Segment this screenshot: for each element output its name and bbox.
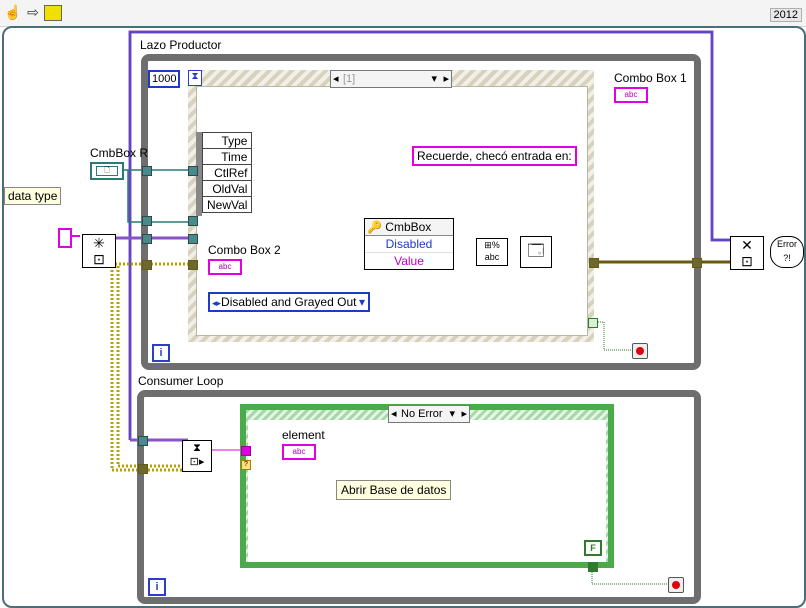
- bool-tunnel-icon: [588, 562, 598, 572]
- event-data-item: NewVal: [201, 196, 253, 213]
- diagram-frame: [2, 26, 806, 608]
- consumer-loop-label: Consumer Loop: [138, 374, 224, 388]
- producer-iteration-icon: i: [152, 344, 170, 362]
- release-queue-icon[interactable]: ✕⊡: [730, 236, 764, 270]
- producer-loop-label: Lazo Productor: [140, 38, 222, 52]
- event-data-item: Time: [201, 148, 253, 165]
- arrow-icon[interactable]: ⇨: [27, 4, 39, 20]
- producer-while-loop[interactable]: [141, 54, 701, 370]
- property-disabled[interactable]: Disabled: [365, 236, 453, 253]
- dequeue-element-icon[interactable]: ⧗⊡▸: [182, 440, 212, 472]
- ref-tunnel-icon: [142, 216, 152, 226]
- property-value[interactable]: Value: [365, 253, 453, 269]
- event-selector-value: [1]: [343, 73, 356, 85]
- timeout-hourglass-icon: ⧗: [188, 70, 202, 86]
- concatenate-strings-icon[interactable]: ⊞%abc: [476, 238, 508, 266]
- message-string-constant[interactable]: Recuerde, checó entrada en:: [412, 146, 577, 166]
- stop-tunnel-icon: [588, 318, 598, 328]
- one-button-dialog-icon[interactable]: 🗔: [520, 236, 552, 268]
- simple-error-handler-icon[interactable]: Error?!: [770, 236, 804, 268]
- event-selector[interactable]: ◂ [1] ▾ ▸: [330, 70, 452, 88]
- ref-tunnel-icon: [188, 216, 198, 226]
- property-node[interactable]: 🔑 CmbBox Disabled Value: [364, 218, 454, 270]
- error-tunnel-icon: [692, 258, 702, 268]
- case-selector-terminal-icon: ?: [241, 460, 251, 470]
- cmbbox-ref-label: CmbBox R: [90, 146, 149, 160]
- event-data-item: Type: [201, 132, 253, 149]
- hand-run-icon[interactable]: ☝: [4, 4, 22, 20]
- property-node-title: CmbBox: [385, 220, 432, 234]
- event-data-item: OldVal: [201, 180, 253, 197]
- obtain-queue-icon[interactable]: ✳⊡: [82, 234, 116, 268]
- state-enum-constant[interactable]: ◂▸Disabled and Grayed Out▾: [208, 292, 370, 312]
- version-badge: 2012: [769, 8, 802, 22]
- combo-box-1-label: Combo Box 1: [614, 71, 687, 85]
- data-type-label: data type: [4, 187, 62, 205]
- combo-box-2-label: Combo Box 2: [208, 243, 281, 257]
- cmbbox-ref-control[interactable]: 🗋: [90, 162, 124, 180]
- event-data-table: Type Time CtlRef OldVal NewVal: [201, 132, 253, 213]
- combo-box-2-terminal[interactable]: abc: [208, 259, 242, 275]
- consumer-stop-icon[interactable]: [668, 577, 684, 593]
- element-tunnel-icon: [241, 446, 251, 456]
- producer-stop-icon[interactable]: [632, 343, 648, 359]
- case-selector[interactable]: ◂ No Error ▾ ▸: [388, 405, 470, 423]
- queue-tunnel-icon: [188, 234, 198, 244]
- ref-tunnel-icon: [188, 166, 198, 176]
- timeout-constant[interactable]: 1000: [148, 70, 181, 88]
- state-enum-value: Disabled and Grayed Out: [221, 295, 357, 309]
- error-tunnel-icon: [142, 260, 152, 270]
- error-tunnel-icon: [589, 258, 599, 268]
- element-indicator[interactable]: abc: [282, 444, 316, 460]
- key-icon: 🔑: [367, 220, 382, 234]
- error-tunnel-icon: [188, 260, 198, 270]
- case-selector-value: No Error: [401, 408, 443, 420]
- highlight-icon[interactable]: [44, 5, 62, 21]
- event-data-item: CtlRef: [201, 164, 253, 181]
- error-tunnel-icon: [138, 464, 148, 474]
- combo-box-1-terminal[interactable]: abc: [614, 87, 648, 103]
- element-label: element: [282, 428, 325, 442]
- ref-tunnel-icon: [142, 166, 152, 176]
- queue-name-constant[interactable]: [58, 228, 72, 248]
- queue-tunnel-icon: [138, 436, 148, 446]
- case-comment: Abrir Base de datos: [336, 480, 452, 500]
- false-constant[interactable]: F: [584, 540, 602, 556]
- consumer-iteration-icon: i: [148, 578, 166, 596]
- queue-tunnel-icon: [142, 234, 152, 244]
- consumer-while-loop[interactable]: [137, 390, 701, 604]
